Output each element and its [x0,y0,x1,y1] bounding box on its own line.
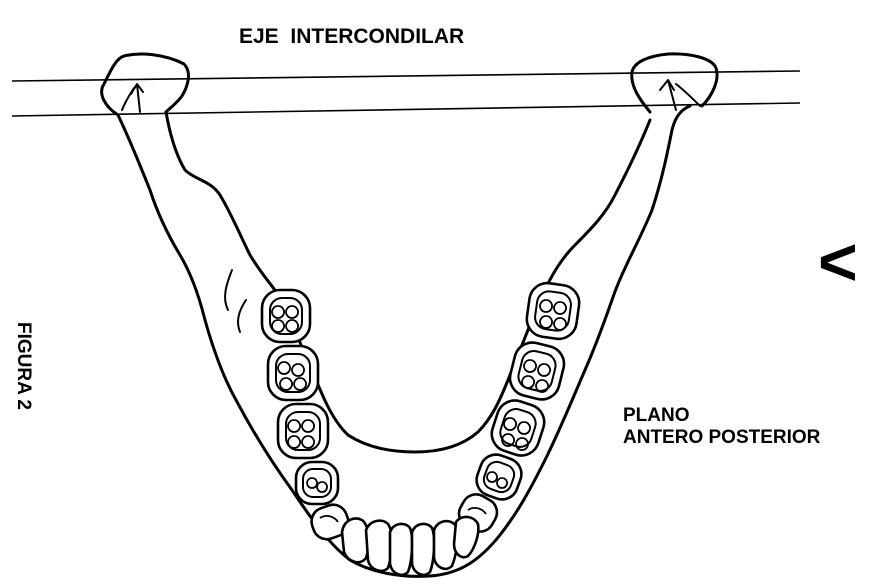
plane-label-line1: PLANO [623,405,690,426]
mandible-outline [118,106,690,576]
mandible-inner-outline [166,112,650,452]
figure-label: FIGURA 2 [13,322,34,410]
left-teeth [262,290,352,543]
direction-arrow-icon: < [818,224,858,300]
left-condyle [102,54,189,115]
axis-line-upper [12,71,800,81]
right-teeth [454,281,582,537]
plane-label-line2: ANTERO POSTERIOR [623,427,821,448]
left-ridge-line [225,270,232,310]
diagram-title: EJE INTERCONDILAR [239,25,464,48]
